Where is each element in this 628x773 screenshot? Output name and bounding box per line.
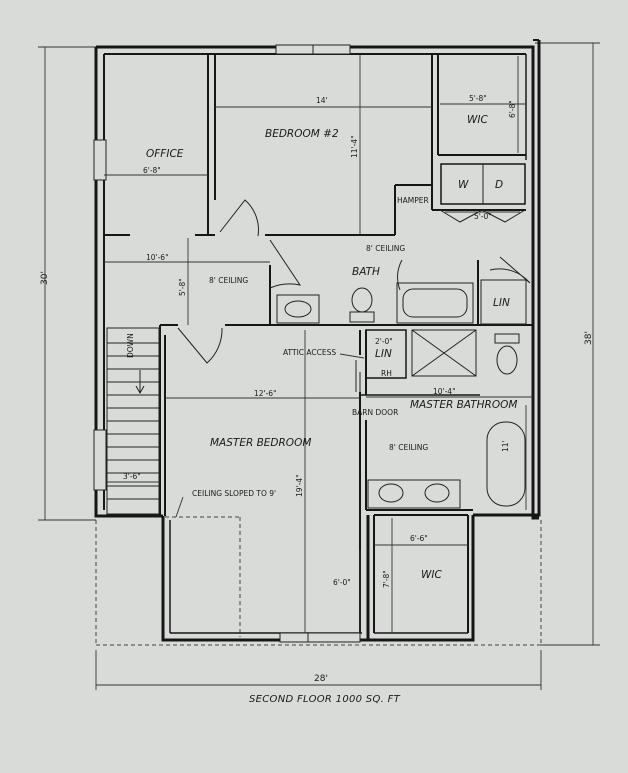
staircase xyxy=(106,327,160,515)
dim-hall-width: 10'-6" xyxy=(146,253,169,262)
dim-bedroom2-width: 14' xyxy=(316,96,328,105)
lower-floor-outline xyxy=(95,516,542,646)
door-swings xyxy=(177,199,531,364)
dim-lin-width: 2'-0" xyxy=(375,337,393,346)
room-label-office: OFFICE xyxy=(146,148,184,160)
dim-laundry-width: 5'-0" xyxy=(474,212,492,221)
bath-fixtures xyxy=(276,279,527,325)
master-bath-ceiling-note: 8' CEILING xyxy=(389,443,428,452)
room-label-bath: BATH xyxy=(352,266,380,278)
hall-ceiling-note: 8' CEILING xyxy=(209,276,248,285)
overall-height-38-label: 38' xyxy=(584,331,594,345)
dim-stair-width: 3'-6" xyxy=(123,472,141,481)
dryer-label: D xyxy=(495,179,503,191)
room-label-wic-top: WIC xyxy=(467,114,488,126)
dim-master-width: 12'-6" xyxy=(254,389,277,398)
room-label-master-bedroom: MASTER BEDROOM xyxy=(210,437,311,449)
attic-access-note: ATTIC ACCESS xyxy=(283,348,336,357)
dim-master-height: 19'-4" xyxy=(295,474,304,497)
dim-wic-top-width: 5'-8" xyxy=(469,94,487,103)
ceiling-sloped-note: CEILING SLOPED TO 9' xyxy=(192,489,276,498)
dim-tub-length: 11' xyxy=(501,440,510,452)
room-label-lin-bath: LIN xyxy=(493,297,510,309)
dim-bedroom2-height: 11'-4" xyxy=(350,135,359,158)
overall-height-30-label: 30' xyxy=(40,271,50,285)
dim-wic-bottom-height: 7'-8" xyxy=(382,570,391,588)
dim-hall-height: 5'-8" xyxy=(178,278,187,296)
dim-wic-bottom-offset: 6'-0" xyxy=(333,578,351,587)
bath-ceiling-note: 8' CEILING xyxy=(366,244,405,253)
master-bath-fixtures xyxy=(355,329,526,509)
stairs-down-label: DOWN xyxy=(126,333,135,358)
overall-dimensions xyxy=(38,42,600,690)
rh-label: RH xyxy=(381,369,392,378)
room-label-wic-bottom: WIC xyxy=(421,569,442,581)
drawing-caption: SECOND FLOOR 1000 SQ. FT xyxy=(249,694,401,705)
room-label-master-bathroom: MASTER BATHROOM xyxy=(410,399,517,411)
windows xyxy=(93,44,361,643)
hamper-label: HAMPER xyxy=(397,196,429,205)
dim-wic-bottom-width: 6'-6" xyxy=(410,534,428,543)
washer-label: W xyxy=(458,179,469,191)
overall-width-28-label: 28' xyxy=(314,674,328,684)
dim-wic-top-height: 6'-8" xyxy=(508,100,517,118)
interior-dimension-lines xyxy=(104,54,533,633)
room-label-lin-small: LIN xyxy=(375,348,392,360)
dim-master-bath-width: 10'-4" xyxy=(433,387,456,396)
dim-office-width: 6'-8" xyxy=(143,166,161,175)
barn-door-note: BARN DOOR xyxy=(352,408,398,417)
interior-walls xyxy=(104,54,533,634)
room-label-bedroom-2: BEDROOM #2 xyxy=(265,128,339,140)
